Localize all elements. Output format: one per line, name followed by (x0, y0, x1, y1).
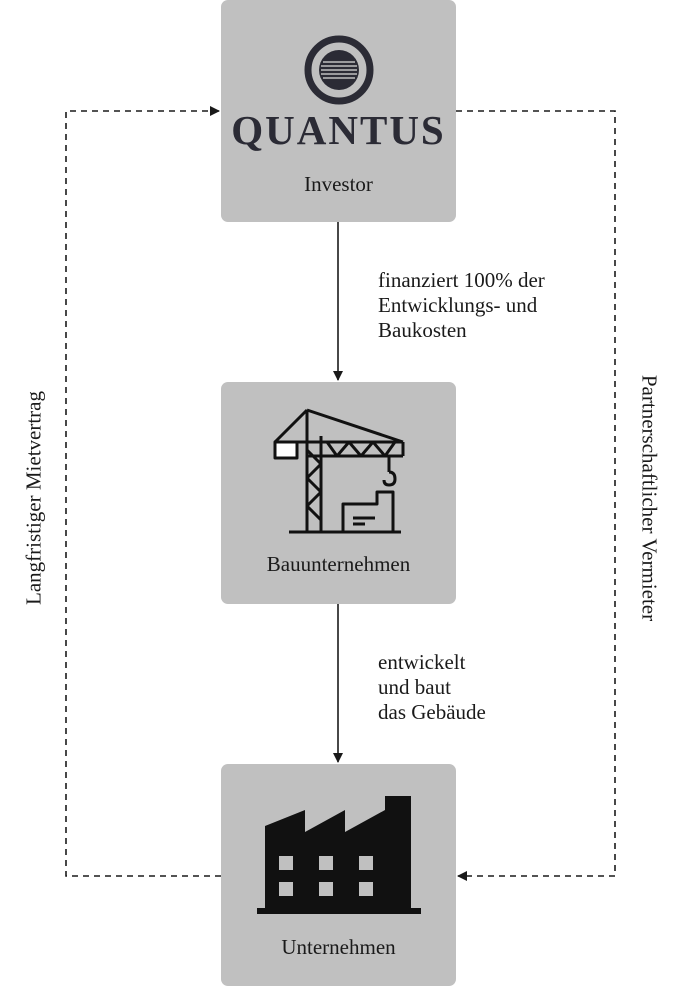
edge-label-line: Baukosten (378, 318, 467, 342)
right-loop-label: Partnerschaftlicher Vermieter (637, 374, 662, 622)
edge-label-financing: finanziert 100% der Entwicklungs- und Ba… (378, 268, 545, 343)
dashed-loop-right (456, 110, 616, 881)
edge-label-line: und baut (378, 675, 451, 699)
crane-icon (273, 408, 405, 534)
edge-label-line: finanziert 100% der (378, 268, 545, 292)
factory-icon (257, 796, 421, 914)
left-loop-label: Langfristiger Mietvertrag (21, 391, 46, 605)
unternehmen-label: Unternehmen (281, 935, 396, 959)
unternehmen-node: Unternehmen (221, 764, 456, 986)
edge-label-line: das Gebäude (378, 700, 486, 724)
edge-label-build: entwickelt und baut das Gebäude (378, 650, 486, 725)
quantus-logo-icon (304, 35, 374, 105)
bauunternehmen-label: Bauunternehmen (266, 552, 411, 576)
edge-label-line: entwickelt (378, 650, 466, 674)
dashed-loop-left (65, 106, 221, 877)
bauunternehmen-node: Bauunternehmen (221, 382, 456, 604)
quantus-logo-text: QUANTUS (231, 107, 446, 153)
edge-label-line: Entwicklungs- und (378, 293, 538, 317)
investor-node: QUANTUS Investor (221, 0, 456, 222)
investor-label: Investor (304, 172, 373, 196)
